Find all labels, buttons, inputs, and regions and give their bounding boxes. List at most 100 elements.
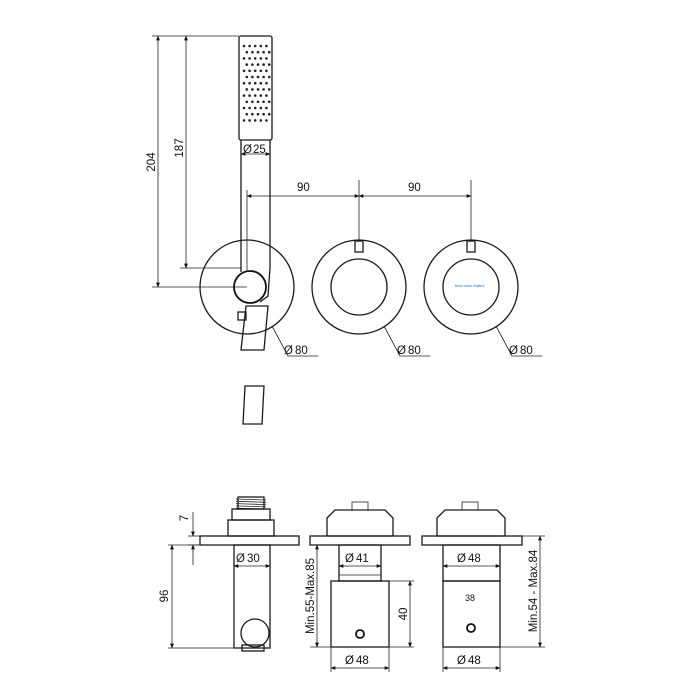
- nozzle-dot: [265, 94, 268, 97]
- nozzle-dot: [259, 106, 263, 110]
- thread-line: [235, 500, 267, 503]
- nozzle-dot: [242, 81, 246, 85]
- thread-line: [235, 503, 267, 505]
- brand-logo: fima carlo frattini: [455, 283, 484, 288]
- nozzle-dot: [248, 119, 251, 122]
- dim-187: 187: [174, 138, 186, 157]
- diverter-knob: [330, 580, 390, 648]
- nozzle-dot: [245, 88, 249, 91]
- spacing-dimensions: [246, 180, 472, 270]
- dim-48c: 48: [468, 655, 481, 667]
- dim-range-1: Min.55-Max.85: [305, 558, 317, 634]
- shower-head: [238, 35, 273, 141]
- thread-lines: [235, 498, 267, 510]
- nozzle-dot: [256, 100, 260, 104]
- nozzle-dot: [242, 69, 246, 73]
- dim-30-symbol: Ø: [236, 553, 245, 565]
- nozzle-dot: [253, 69, 257, 73]
- thermostat-indicator: [466, 240, 476, 253]
- nozzle-dot: [259, 57, 263, 60]
- thermostatic-plate: fima carlo frattini: [423, 239, 519, 335]
- nozzle-dot: [265, 44, 268, 48]
- wall-plate-side: [199, 535, 300, 546]
- dim-80-2: 80: [408, 345, 421, 357]
- outlet-body: [233, 544, 271, 649]
- nozzle-dot: [251, 63, 254, 66]
- thread-line: [235, 505, 267, 508]
- thermostat-knob: [442, 580, 501, 648]
- nozzle-dot: [259, 44, 263, 48]
- dim-80-3-symbol: Ø: [509, 345, 518, 357]
- dim-80-1: 80: [295, 345, 308, 357]
- dim-80-2-symbol: Ø: [397, 345, 406, 357]
- nozzle-dot: [267, 50, 271, 54]
- nozzle-dot: [262, 63, 265, 66]
- nozzle-dot: [256, 50, 260, 54]
- nozzle-dot: [259, 119, 263, 122]
- nozzle-dot: [267, 75, 271, 79]
- nozzle-dot: [256, 63, 260, 66]
- nozzle-dot: [245, 100, 249, 104]
- dim-48b-symbol: Ø: [457, 553, 466, 565]
- dim-96: 96: [159, 590, 171, 603]
- nozzle-dot: [256, 88, 260, 91]
- thermostat-wall-plate: [421, 535, 523, 546]
- dim-80-3: 80: [520, 345, 533, 357]
- outlet-small-nut: [237, 311, 247, 321]
- dim-90-right: 90: [408, 182, 421, 194]
- diverter-indicator: [354, 240, 364, 253]
- thermostat-cap: [436, 509, 506, 537]
- nozzle-dot: [265, 81, 268, 85]
- dim-dia25-symbol: Ø: [243, 144, 252, 156]
- nozzle-dot: [245, 112, 249, 116]
- dim-25: 25: [253, 144, 266, 156]
- nozzle-dot: [262, 50, 265, 54]
- hose-connector: [240, 305, 269, 351]
- hose-holder-detail: [242, 385, 265, 425]
- dim-7: 7: [179, 515, 191, 521]
- nozzle-dot: [262, 100, 265, 104]
- nozzle-dot: [251, 112, 254, 116]
- dim-41: 41: [356, 553, 369, 565]
- height-dimensions: [152, 35, 247, 288]
- nozzle-dot: [251, 75, 254, 79]
- nozzle-dot: [262, 75, 265, 79]
- dim-80-1-symbol: Ø: [284, 345, 293, 357]
- nozzle-dot: [267, 100, 271, 104]
- nozzle-dot: [262, 88, 265, 91]
- nozzle-dot: [253, 44, 257, 48]
- thermostat-side-view: [421, 501, 523, 648]
- nozzle-dot: [251, 88, 254, 91]
- nozzle-dot: [248, 69, 251, 73]
- nozzle-dot: [245, 63, 249, 66]
- thermostat-scale-mark: 38: [465, 593, 475, 603]
- dim-48b: 48: [468, 553, 481, 565]
- nozzle-dot: [253, 119, 257, 122]
- nozzle-dot: [251, 100, 254, 104]
- leader-80-1: [271, 325, 318, 357]
- nozzle-dot: [245, 75, 249, 79]
- nozzle-dot: [259, 69, 263, 73]
- diverter-plate: [311, 239, 407, 335]
- diverter-wall-plate: [309, 535, 411, 546]
- nozzle-dot: [242, 106, 246, 110]
- nozzle-dot: [242, 57, 246, 60]
- nozzle-dot: [265, 57, 268, 60]
- shower-nozzle-grid: [242, 44, 271, 122]
- dim-41-symbol: Ø: [345, 553, 354, 565]
- nozzle-dot: [242, 44, 246, 48]
- fitting-nut: [231, 508, 271, 521]
- fitting-base: [227, 519, 275, 537]
- nozzle-dot: [265, 69, 268, 73]
- hand-shower: [238, 35, 273, 303]
- nozzle-dot: [265, 106, 268, 110]
- nozzle-dot: [248, 44, 251, 48]
- nozzle-dot: [245, 50, 249, 54]
- diverter-cap: [326, 509, 394, 537]
- dim-48a: 48: [356, 655, 369, 667]
- nozzle-dot: [242, 94, 246, 97]
- nozzle-dot: [248, 57, 251, 60]
- nozzle-dot: [262, 112, 265, 116]
- nozzle-dot: [265, 119, 268, 122]
